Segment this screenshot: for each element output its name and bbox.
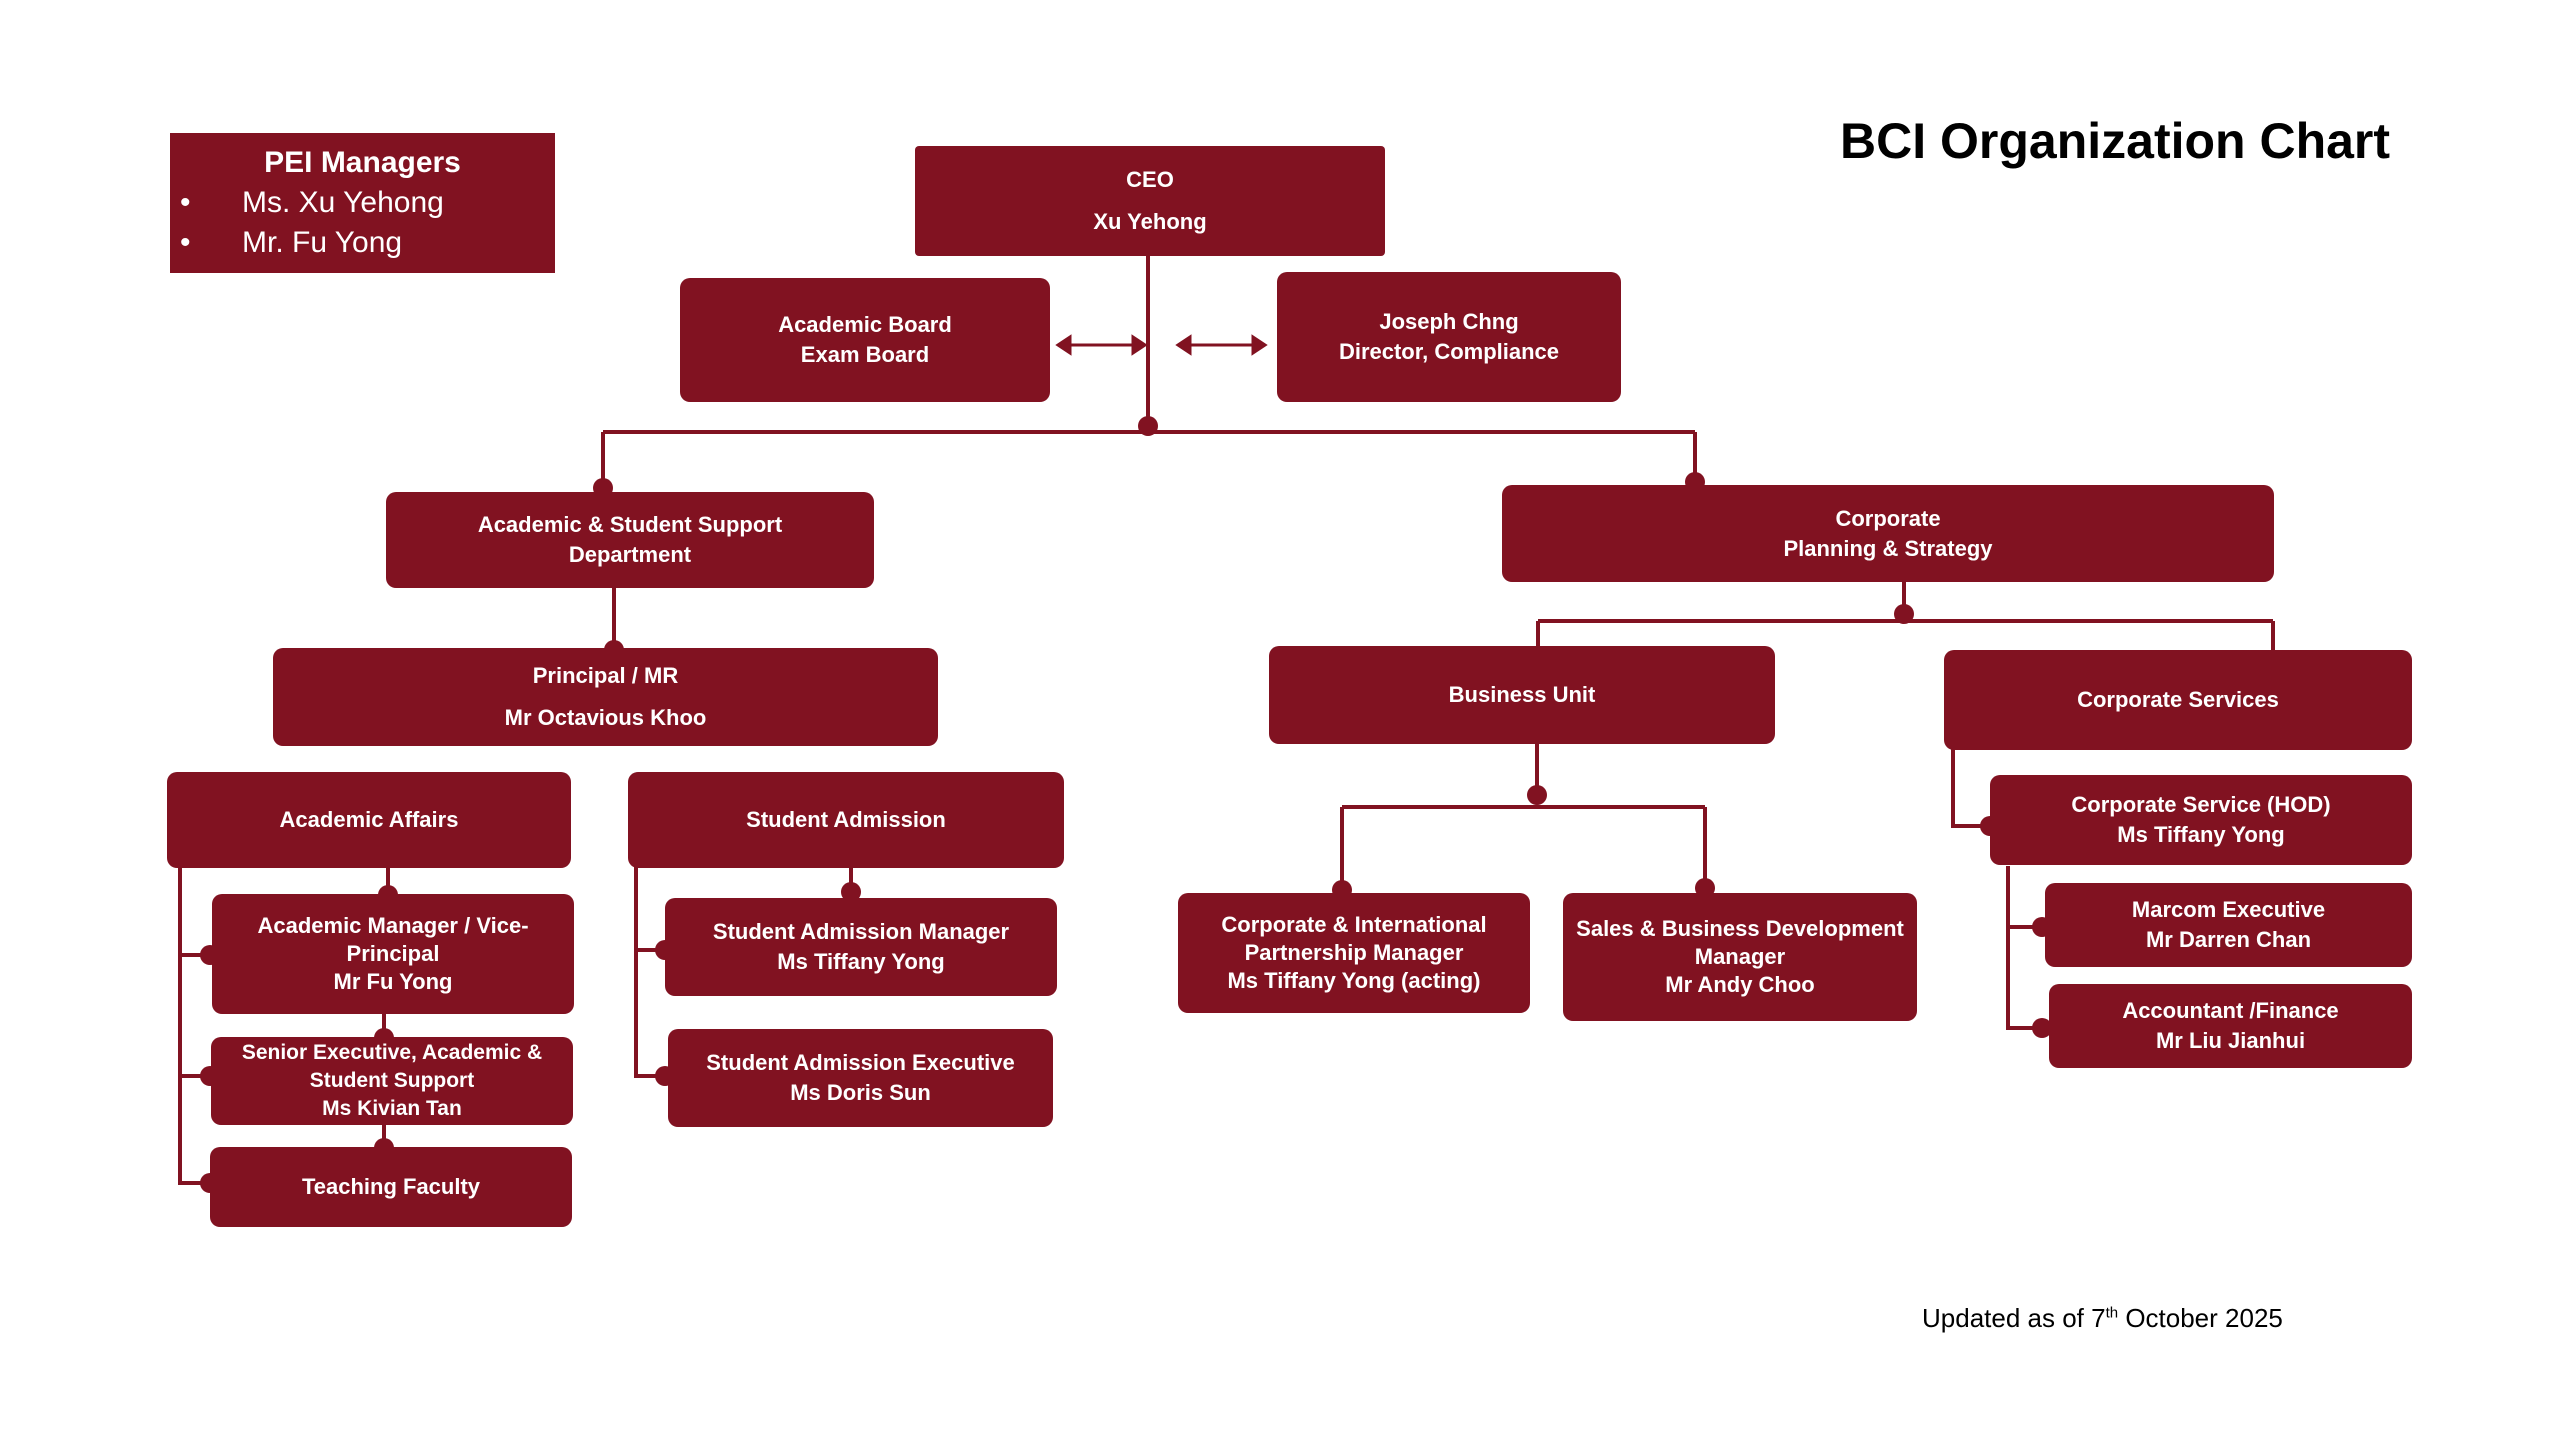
node-student-admission-manager: Student Admission Manager Ms Tiffany Yon… <box>665 898 1057 996</box>
node-title: Student Admission <box>746 807 946 832</box>
node-title: Corporate <box>1835 505 1941 531</box>
node-student-admission-executive: Student Admission Executive Ms Doris Sun <box>668 1029 1053 1127</box>
pei-item: • Mr. Fu Yong <box>180 223 555 263</box>
node-business-unit: Business Unit <box>1269 646 1775 744</box>
node-title: Manager <box>1694 944 1786 969</box>
updated-sup: th <box>2105 1304 2119 1322</box>
node-title: Academic Board <box>778 312 952 337</box>
node-corporate-service-hod: Corporate Service (HOD) Ms Tiffany Yong <box>1990 775 2412 865</box>
arrow-ceo-compliance <box>1175 334 1268 356</box>
pei-heading: PEI Managers <box>264 146 461 179</box>
node-title: Student Admission Executive <box>706 1050 1015 1075</box>
node-compliance: Joseph Chng Director, Compliance <box>1277 272 1621 402</box>
node-corporate-planning-strategy: Corporate Planning & Strategy <box>1502 485 2274 582</box>
node-marcom-executive: Marcom Executive Mr Darren Chan <box>2045 883 2412 967</box>
chart-title: BCI Organization Chart <box>1840 113 2391 169</box>
connector-bu-bar <box>1340 805 1707 892</box>
node-title: Planning & Strategy <box>1783 535 1993 561</box>
node-title: Senior Executive, Academic & <box>241 1041 543 1064</box>
node-academic-manager: Academic Manager / Vice- Principal Mr Fu… <box>212 894 574 1014</box>
node-title: Academic & Student Support <box>477 512 783 537</box>
node-student-admission: Student Admission <box>628 772 1064 868</box>
node-person: Ms Kivian Tan <box>322 1097 462 1120</box>
node-title: CEO <box>1126 167 1174 192</box>
node-person: Joseph Chng <box>1379 309 1519 334</box>
updated-prefix: Updated as of 7 <box>1922 1303 2106 1333</box>
node-person: Ms Tiffany Yong <box>777 949 945 974</box>
node-title: Director, Compliance <box>1338 339 1560 364</box>
pei-list: • Ms. Xu Yehong • Mr. Fu Yong <box>170 183 555 263</box>
node-title: Corporate Services <box>2077 687 2279 712</box>
node-accountant-finance: Accountant /Finance Mr Liu Jianhui <box>2049 984 2412 1068</box>
node-principal: Principal / MR Mr Octavious Khoo <box>273 648 938 746</box>
node-title: Academic Affairs <box>279 807 459 832</box>
node-person: Mr Andy Choo <box>1665 972 1815 997</box>
node-person: Xu Yehong <box>1093 209 1207 234</box>
connector-sa-bracket <box>634 865 665 1078</box>
node-person: Ms Tiffany Yong (acting) <box>1227 968 1481 993</box>
connector-cs-sub-bracket <box>2006 866 2042 1030</box>
node-academic-affairs: Academic Affairs <box>167 772 571 868</box>
node-title: Principal <box>346 941 440 966</box>
node-academic-student-support: Academic & Student Support Department <box>386 492 874 588</box>
arrow-boards-ceo <box>1055 334 1148 356</box>
node-person: Mr Darren Chan <box>2145 927 2312 952</box>
node-title: Student Admission Manager <box>712 919 1010 944</box>
updated-date: Updated as of 7th October 2025 <box>1922 1303 2283 1334</box>
junction-dot <box>1894 604 1914 624</box>
junction-dot <box>1527 785 1547 805</box>
node-person: Ms Tiffany Yong <box>2117 822 2285 847</box>
node-title: Sales & Business Development <box>1576 916 1904 941</box>
bullet-icon: • <box>180 226 191 259</box>
node-title: Corporate & International <box>1221 912 1487 937</box>
node-ceo: CEO Xu Yehong <box>915 146 1385 256</box>
node-person: Ms Doris Sun <box>790 1080 931 1105</box>
node-title: Principal / MR <box>532 663 679 688</box>
node-person: Mr Octavious Khoo <box>504 705 707 730</box>
pei-managers-box: PEI Managers • Ms. Xu Yehong • Mr. Fu Yong <box>170 133 555 273</box>
node-title: Student Support <box>309 1069 475 1092</box>
node-title: Accountant /Finance <box>2122 998 2339 1023</box>
node-title: Marcom Executive <box>2131 897 2326 922</box>
node-academic-exam-board: Academic Board Exam Board <box>680 278 1050 402</box>
node-title: Exam Board <box>800 342 930 367</box>
node-senior-executive: Senior Executive, Academic & Student Sup… <box>211 1037 573 1125</box>
node-title: Corporate Service (HOD) <box>2071 792 2331 817</box>
node-corporate-services: Corporate Services <box>1944 650 2412 750</box>
node-person: Mr Liu Jianhui <box>2155 1028 2306 1053</box>
connector-aa-bracket <box>178 865 215 1185</box>
node-title: Department <box>568 542 692 567</box>
bullet-icon: • <box>180 186 191 219</box>
pei-item-text: Mr. Fu Yong <box>242 226 403 259</box>
node-person: Mr Fu Yong <box>333 969 453 994</box>
node-title: Partnership Manager <box>1244 940 1464 965</box>
node-title: Teaching Faculty <box>301 1174 481 1199</box>
updated-suffix: October 2025 <box>2118 1303 2283 1333</box>
node-corp-intl-partnership-manager: Corporate & International Partnership Ma… <box>1178 893 1530 1013</box>
junction-dot <box>1138 416 1158 436</box>
pei-item-text: Ms. Xu Yehong <box>242 186 444 219</box>
node-sales-bd-manager: Sales & Business Development Manager Mr … <box>1563 893 1917 1021</box>
node-title: Academic Manager / Vice- <box>257 913 529 938</box>
node-title: Business Unit <box>1448 682 1596 707</box>
node-teaching-faculty: Teaching Faculty <box>210 1147 572 1227</box>
connector-cs-bracket <box>1951 748 1990 828</box>
pei-item: • Ms. Xu Yehong <box>180 183 555 223</box>
